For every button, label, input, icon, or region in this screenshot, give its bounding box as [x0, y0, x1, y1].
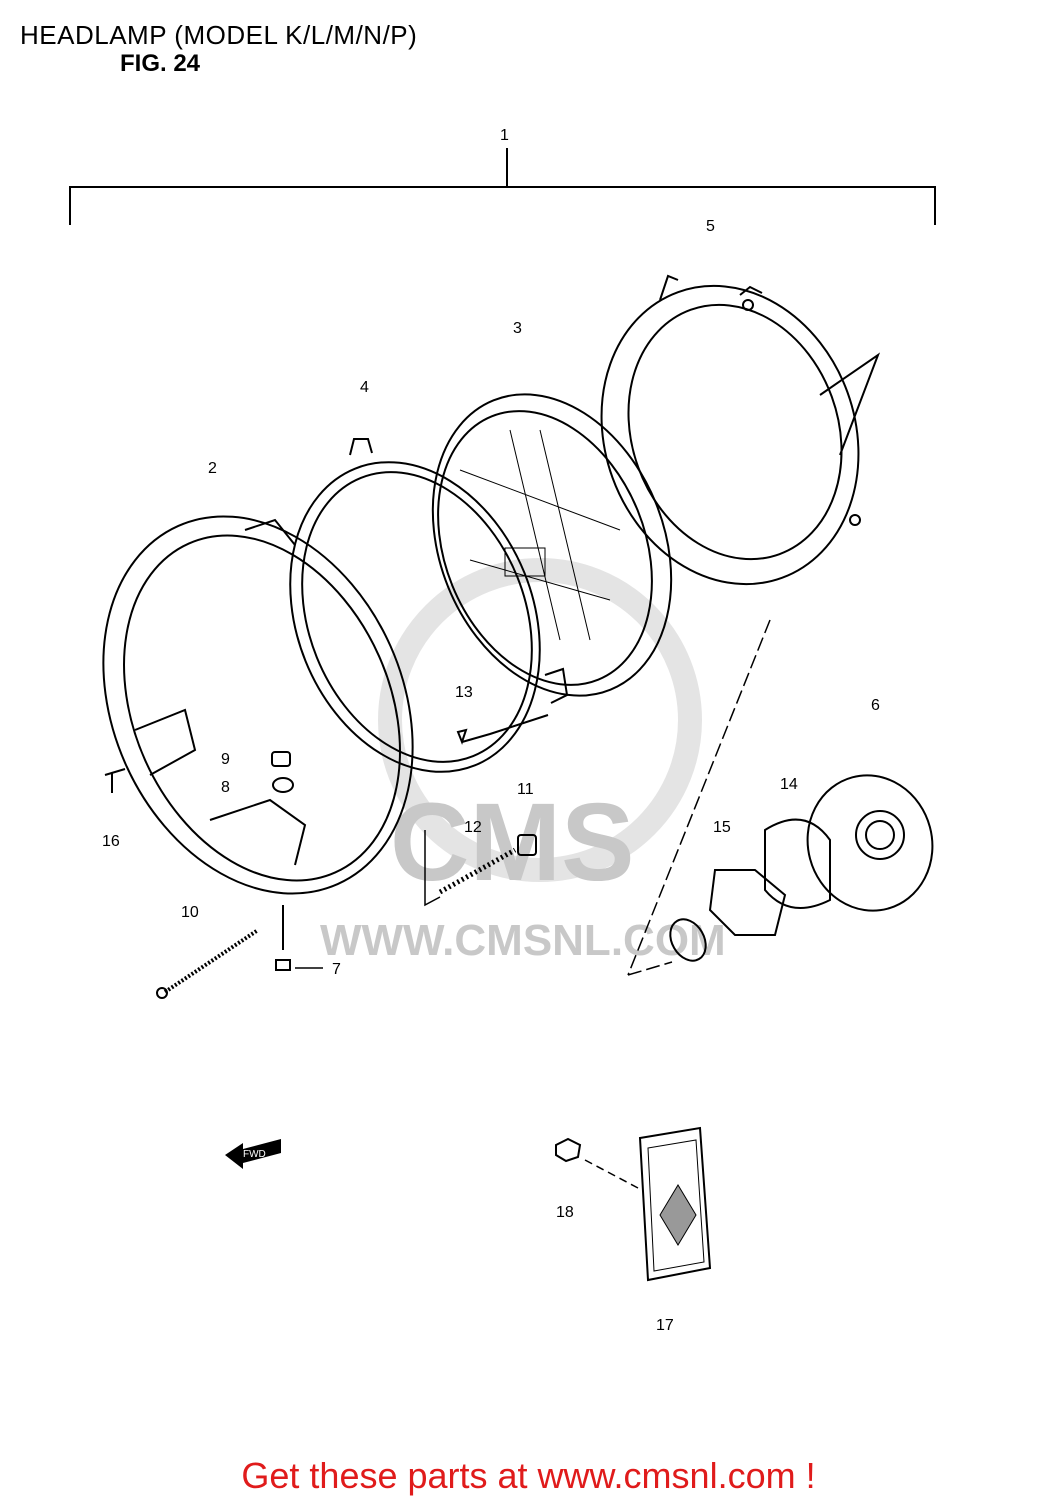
- part-label-6: 6: [871, 697, 880, 714]
- side-reflector: [638, 1126, 712, 1282]
- nut-11: [517, 834, 537, 856]
- washer-8: [272, 777, 294, 793]
- watermark-url: WWW.CMSNL.COM: [320, 916, 726, 965]
- headlamp-ring: [289, 438, 569, 773]
- screw-7: [275, 905, 291, 971]
- headlight-bulb: [669, 869, 787, 962]
- part-label-16: 16: [102, 833, 120, 850]
- part-label-8: 8: [221, 779, 230, 796]
- fwd-arrow-icon: FWD: [225, 1139, 281, 1169]
- part-label-18: 18: [556, 1204, 574, 1221]
- page-title: HEADLAMP (MODEL K/L/M/N/P): [20, 20, 418, 50]
- fwd-label: FWD: [243, 1149, 266, 1160]
- watermark: CMS WWW.CMSNL.COM: [320, 558, 726, 965]
- assembly-bracket: [69, 148, 936, 225]
- socket-cover: [806, 774, 934, 912]
- figure-number: FIG. 24: [120, 50, 201, 77]
- part-label-9: 9: [221, 751, 230, 768]
- watermark-logo: CMS: [390, 781, 634, 904]
- nut-18: [555, 1137, 582, 1163]
- headlamp-lens-unit: [431, 393, 673, 697]
- part-label-17: 17: [656, 1317, 674, 1334]
- nut-9: [271, 751, 291, 767]
- part-label-14: 14: [780, 776, 798, 793]
- part-label-1: 1: [500, 127, 509, 144]
- part-label-15: 15: [713, 819, 731, 836]
- part-label-3: 3: [513, 320, 522, 337]
- bolt-10: [163, 928, 260, 994]
- screw-13: [456, 714, 549, 745]
- part-label-7: 7: [332, 961, 341, 978]
- part-label-4: 4: [360, 379, 369, 396]
- screw-16: [104, 768, 126, 793]
- part-label-13: 13: [455, 684, 473, 701]
- part-label-5: 5: [706, 218, 715, 235]
- spring-12: [438, 847, 517, 895]
- part-label-10: 10: [181, 904, 199, 921]
- part-label-12: 12: [464, 819, 482, 836]
- buy-parts-link[interactable]: Get these parts at www.cmsnl.com !: [241, 1455, 816, 1496]
- part-labels: 1 2 3 4 5 6 7 8 9 10 11 12 13 14 15 16 1…: [102, 127, 880, 1334]
- headlamp-rim: [102, 515, 414, 895]
- bulb-clip: [764, 818, 831, 909]
- part-label-2: 2: [208, 460, 217, 477]
- part-label-11: 11: [517, 781, 534, 798]
